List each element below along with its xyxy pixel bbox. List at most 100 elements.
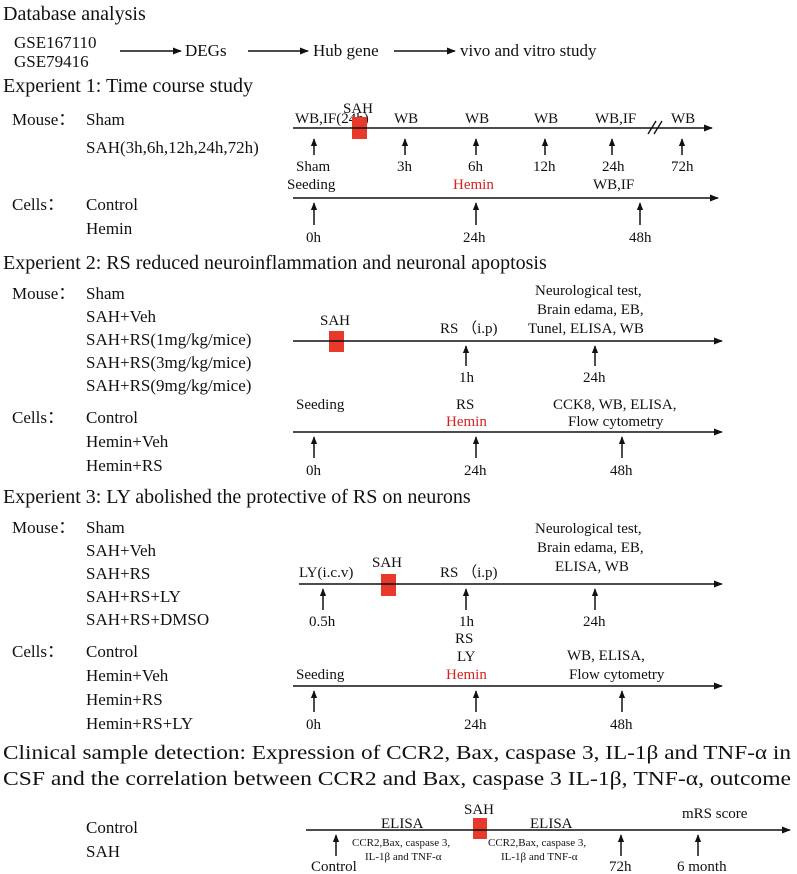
- clinical-sah-marker: [473, 818, 487, 839]
- clinical-markers-before: CCR2,Bax, caspase 3,: [352, 837, 450, 849]
- exp3-sah-marker: [381, 574, 396, 596]
- exp2-mouse-group: SAH+RS(1mg/kg/mice): [86, 330, 251, 349]
- clinical-group: Control: [86, 818, 138, 837]
- exp3-cell-test: WB, ELISA,: [567, 648, 645, 664]
- exp2-cell-tick: 0h: [306, 463, 322, 479]
- clinical-title-line-1: Clinical sample detection: Expression of…: [3, 742, 791, 764]
- exp2-cell-tick: 48h: [610, 463, 633, 479]
- exp3-cell-hemin: Hemin: [446, 667, 487, 683]
- exp2-mouse-group: SAH+RS(3mg/kg/mice): [86, 353, 251, 372]
- db-step-degs: DEGs: [185, 41, 227, 60]
- exp1-tick: 3h: [397, 159, 413, 175]
- exp1-label-wb: WB: [465, 111, 489, 127]
- exp1-cells-label: Cells：: [12, 195, 64, 214]
- exp2-cell-tick: 24h: [464, 463, 487, 479]
- exp2-tick: 1h: [459, 370, 475, 386]
- exp2-cell-group: Hemin+Veh: [86, 432, 169, 451]
- exp2-title: Experient 2: RS reduced neuroinflammatio…: [3, 252, 547, 274]
- exp3-title: Experient 3: LY abolished the protective…: [3, 486, 471, 508]
- exp3-cell-seeding: Seeding: [296, 667, 345, 683]
- exp1-cell-hemin: Hemin: [453, 177, 494, 193]
- clinical-markers-after: CCR2,Bax, caspase 3,: [488, 837, 586, 849]
- exp2-cell-hemin: Hemin: [446, 414, 487, 430]
- exp1-cell-wbif: WB,IF: [593, 177, 634, 193]
- exp1-tick-sham: Sham: [296, 159, 331, 175]
- exp3-cell-test: Flow cytometry: [569, 667, 665, 683]
- exp2-cell-test: Flow cytometry: [568, 414, 664, 430]
- clinical-group: SAH: [86, 842, 120, 861]
- exp3-cell-group: Control: [86, 642, 138, 661]
- exp2-test-line: Brain edama, EB,: [537, 302, 644, 318]
- exp2-sah-label: SAH: [320, 313, 350, 329]
- exp1-label-wbif24: WB,IF(24h): [295, 111, 369, 127]
- exp1-mouse-label: Mouse：: [12, 110, 75, 129]
- exp3-cell-group: Hemin+Veh: [86, 666, 169, 685]
- clinical-tick: Control: [311, 859, 357, 874]
- exp1-title: Experient 1: Time course study: [3, 75, 253, 97]
- clinical-elisa-label: ELISA: [530, 816, 573, 832]
- clinical-markers-after: IL-1β and TNF-α: [501, 851, 578, 863]
- exp1-cell-tick: 24h: [463, 230, 486, 246]
- exp1-tick: 6h: [468, 159, 484, 175]
- exp3-cell-group: Hemin+RS: [86, 690, 163, 709]
- exp2-mouse-group: SAH+Veh: [86, 307, 157, 326]
- exp3-rs-label: RS （i.p): [440, 564, 498, 581]
- exp3-tick: 1h: [459, 614, 475, 630]
- exp3-cell-rs: RS: [455, 631, 473, 647]
- clinical-title-line-2: CSF and the correlation between CCR2 and…: [3, 768, 791, 790]
- exp3-cell-group: Hemin+RS+LY: [86, 714, 193, 733]
- exp1-cell-tick: 48h: [629, 230, 652, 246]
- exp3-test-line: Neurological test,: [535, 521, 642, 537]
- clinical-tick: 72h: [609, 859, 632, 874]
- exp3-mouse-group: SAH+RS+LY: [86, 587, 181, 606]
- exp1-cell-group: Control: [86, 195, 138, 214]
- timeline-break-mark: [653, 120, 663, 135]
- clinical-mrs-label: mRS score: [682, 806, 748, 822]
- timeline-break-mark: [647, 120, 657, 135]
- exp3-sah-label: SAH: [372, 555, 402, 571]
- exp1-cell-seeding: Seeding: [287, 177, 336, 193]
- exp2-test-line: Neurological test,: [535, 283, 642, 299]
- exp3-cell-tick: 0h: [306, 717, 322, 733]
- exp3-mouse-label: Mouse：: [12, 518, 75, 537]
- exp1-label-wb: WB: [671, 111, 695, 127]
- exp2-tick: 24h: [583, 370, 606, 386]
- exp3-test-line: Brain edama, EB,: [537, 540, 644, 556]
- db-source-1: GSE167110: [14, 33, 97, 52]
- exp1-mouse-group: Sham: [86, 110, 125, 129]
- exp3-ly-label: LY(i.c.v): [299, 565, 353, 581]
- db-step-study: vivo and vitro study: [460, 41, 597, 60]
- clinical-elisa-label: ELISA: [381, 816, 424, 832]
- exp1-label-wb: WB: [534, 111, 558, 127]
- exp2-cell-group: Hemin+RS: [86, 456, 163, 475]
- exp1-label-wbif: WB,IF: [595, 111, 636, 127]
- db-step-hub-gene: Hub gene: [313, 41, 379, 60]
- exp3-test-line: ELISA, WB: [555, 559, 629, 575]
- exp1-cell-group: Hemin: [86, 219, 133, 238]
- exp1-cell-tick: 0h: [306, 230, 322, 246]
- exp2-cell-test: CCK8, WB, ELISA,: [553, 397, 676, 413]
- exp3-cells-label: Cells：: [12, 642, 64, 661]
- exp3-tick: 0.5h: [309, 614, 336, 630]
- exp1-tick: 12h: [533, 159, 556, 175]
- clinical-sah-label: SAH: [464, 802, 494, 818]
- exp2-mouse-label: Mouse：: [12, 284, 75, 303]
- exp1-tick: 72h: [671, 159, 694, 175]
- exp1-label-sah: SAH: [343, 101, 373, 117]
- exp2-cell-seeding: Seeding: [296, 397, 345, 413]
- exp1-mouse-group: SAH(3h,6h,12h,24h,72h): [86, 138, 259, 157]
- exp2-cell-rs: RS: [456, 397, 474, 413]
- exp2-rs-label: RS （i.p): [440, 320, 498, 337]
- clinical-markers-before: IL-1β and TNF-α: [365, 851, 442, 863]
- exp3-mouse-group: SAH+RS+DMSO: [86, 610, 209, 629]
- exp3-cell-tick: 24h: [464, 717, 487, 733]
- exp3-mouse-group: Sham: [86, 518, 125, 537]
- db-source-2: GSE79416: [14, 52, 89, 71]
- exp1-tick: 24h: [602, 159, 625, 175]
- exp1-label-wb: WB: [394, 111, 418, 127]
- exp3-cell-ly: LY: [457, 649, 476, 665]
- exp2-mouse-group: Sham: [86, 284, 125, 303]
- exp3-mouse-group: SAH+Veh: [86, 541, 157, 560]
